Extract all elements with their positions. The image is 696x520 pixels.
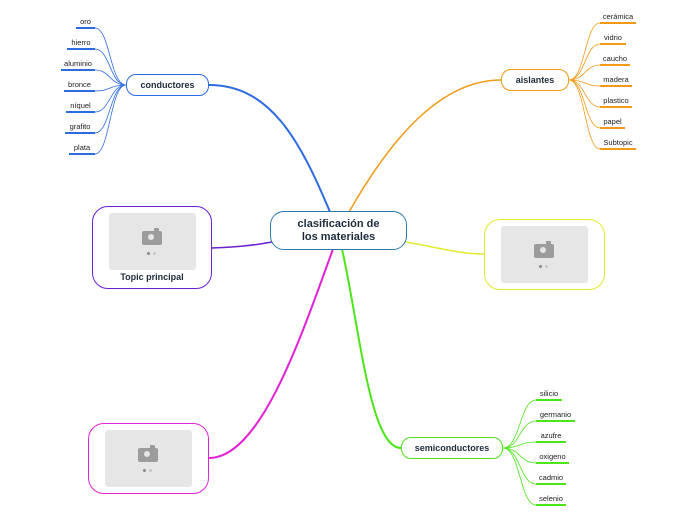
conductores-connectors [94, 27, 127, 155]
carousel-dots [143, 469, 153, 472]
aislantes-connectors [568, 22, 601, 150]
subtopic-aluminio[interactable]: aluminio [64, 59, 92, 68]
subtopic-papel[interactable]: papel [603, 117, 622, 126]
branch-conductores [208, 84, 331, 213]
image-node-right[interactable] [484, 219, 605, 290]
image-placeholder [109, 213, 196, 270]
image-placeholder [501, 226, 588, 283]
subtopic-plastico[interactable]: plastico [603, 96, 629, 105]
semiconductores-underlines [536, 399, 575, 506]
semiconductores-connectors [502, 399, 537, 506]
subtopic-silicio[interactable]: silicio [539, 389, 559, 398]
central-topic[interactable]: clasificación de los materiales [270, 211, 407, 250]
topic-principal-label: Topic principal [120, 272, 184, 282]
branch-image-bottom [208, 248, 334, 459]
subtopic-madera[interactable]: madera [603, 75, 629, 84]
aislantes-underlines [600, 22, 636, 150]
camera-icon [534, 241, 554, 258]
subtopic-bronce[interactable]: bronce [68, 80, 91, 89]
image-node-bottom[interactable] [88, 423, 209, 494]
subtopic-oro[interactable]: oro [80, 17, 91, 26]
topic-conductores-label: conductores [140, 80, 195, 90]
subtopic-subtopic[interactable]: Subtopic [603, 138, 633, 147]
branch-aislantes [348, 79, 502, 213]
subtopic-azufre[interactable]: azufre [540, 431, 562, 440]
subtopic-selenio[interactable]: selenio [539, 494, 563, 503]
branch-image-right [405, 241, 485, 255]
topic-aislantes-label: aislantes [515, 75, 555, 85]
topic-conductores[interactable]: conductores [126, 74, 209, 96]
central-topic-line2: los materiales [301, 230, 376, 243]
carousel-dots [539, 265, 549, 268]
carousel-dots [147, 252, 157, 255]
camera-icon [142, 228, 162, 245]
subtopic-cadmio[interactable]: cadmio [538, 473, 564, 482]
subtopic-germanio[interactable]: germanio [539, 410, 572, 419]
topic-aislantes[interactable]: aislantes [501, 69, 569, 91]
subtopic-oxigeno[interactable]: oxigeno [539, 452, 566, 461]
subtopic-vidrio[interactable]: vidrio [604, 33, 622, 42]
subtopic-ceramica[interactable]: cerámica [602, 12, 634, 21]
topic-semiconductores-label: semiconductores [414, 443, 490, 453]
subtopic-grafito[interactable]: grafito [69, 122, 91, 131]
subtopic-caucho[interactable]: caucho [602, 54, 628, 63]
branch-semiconductores [341, 248, 402, 449]
image-placeholder [105, 430, 192, 487]
topic-principal-node[interactable]: Topic principal [92, 206, 212, 289]
conductores-underlines [61, 27, 95, 155]
topic-semiconductores[interactable]: semiconductores [401, 437, 503, 459]
subtopic-hierro[interactable]: hierro [71, 38, 91, 47]
central-topic-line1: clasificación de [297, 217, 380, 230]
branch-topic-principal [211, 241, 273, 249]
subtopic-plata[interactable]: plata [73, 143, 91, 152]
camera-icon [138, 445, 158, 462]
subtopic-niquel[interactable]: níquel [70, 101, 91, 110]
